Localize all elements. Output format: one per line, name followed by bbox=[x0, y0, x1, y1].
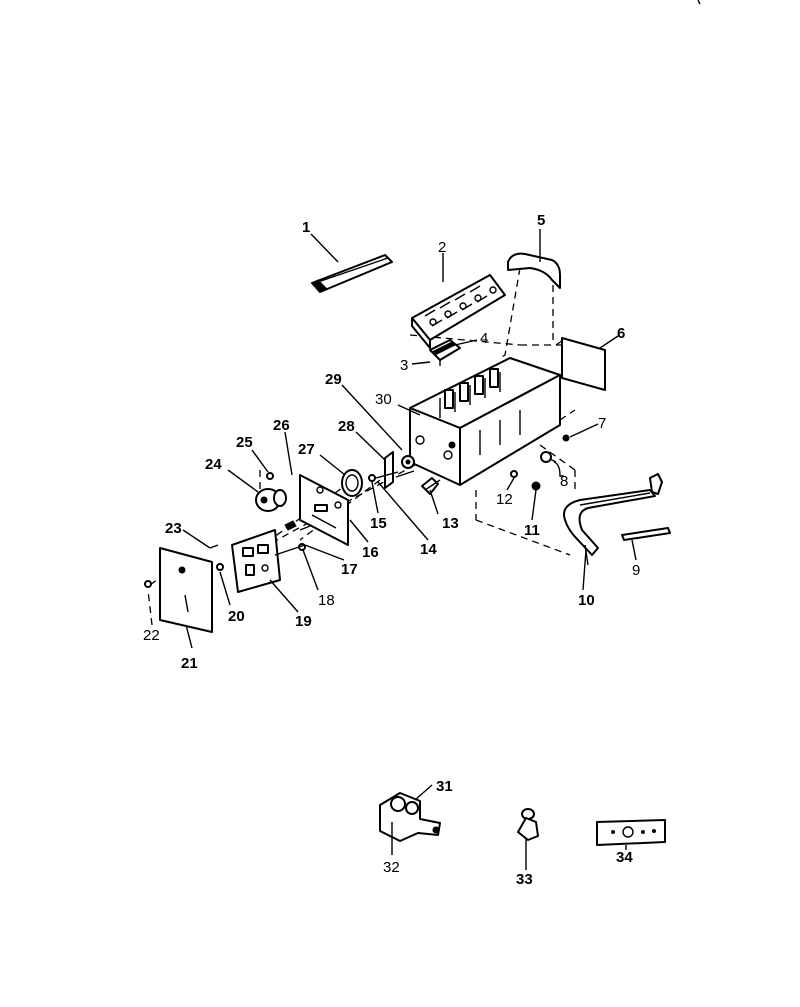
callout-24: 24 bbox=[205, 456, 222, 473]
part-2-ice-tray bbox=[411, 274, 506, 349]
callout-21: 21 bbox=[181, 655, 198, 672]
callout-13: 13 bbox=[442, 515, 459, 532]
callout-28: 28 bbox=[338, 418, 355, 435]
part-3-4-heater bbox=[429, 339, 461, 366]
callout-9: 9 bbox=[632, 562, 640, 579]
screws-7-8-11-12 bbox=[510, 434, 570, 491]
callout-4: 4 bbox=[480, 330, 488, 347]
corner-mark bbox=[697, 0, 701, 5]
part-24-motor bbox=[255, 472, 287, 512]
callout-27: 27 bbox=[298, 441, 315, 458]
callout-5: 5 bbox=[537, 212, 545, 229]
callout-15: 15 bbox=[370, 515, 387, 532]
callout-labels: 1 2 3 4 5 6 7 8 9 10 11 12 13 14 15 16 1… bbox=[143, 212, 640, 888]
callout-8: 8 bbox=[560, 473, 568, 490]
part-33-fitting bbox=[517, 808, 539, 841]
part-6-plate bbox=[561, 337, 606, 391]
callout-2: 2 bbox=[438, 239, 446, 256]
part-5-cover bbox=[507, 252, 561, 289]
parts-13-14-15-28-29 bbox=[368, 451, 441, 495]
callout-1: 1 bbox=[302, 219, 310, 236]
callout-31: 31 bbox=[436, 778, 453, 795]
callout-6: 6 bbox=[617, 325, 625, 342]
screws-20-22-23 bbox=[144, 544, 224, 588]
part-21-cover-plate bbox=[159, 547, 213, 633]
callout-12: 12 bbox=[496, 491, 513, 508]
callout-11: 11 bbox=[524, 522, 540, 539]
callout-23: 23 bbox=[165, 520, 182, 537]
part-34-plate bbox=[596, 819, 666, 846]
leader-lines bbox=[147, 229, 637, 870]
part-19-control-board bbox=[231, 529, 306, 593]
callout-26: 26 bbox=[273, 417, 290, 434]
part-10-shutoff-arm bbox=[563, 473, 663, 566]
part-27-gear bbox=[341, 469, 363, 497]
callout-3: 3 bbox=[400, 357, 408, 374]
callout-19: 19 bbox=[295, 613, 312, 630]
callout-16: 16 bbox=[362, 544, 379, 561]
callout-34: 34 bbox=[616, 849, 633, 866]
callout-32: 32 bbox=[383, 859, 400, 876]
callout-10: 10 bbox=[578, 592, 595, 609]
callout-14: 14 bbox=[420, 541, 437, 558]
callout-20: 20 bbox=[228, 608, 245, 625]
callout-18: 18 bbox=[318, 592, 335, 609]
part-31-32-water-valve bbox=[379, 792, 441, 842]
part-26-mounting-plate bbox=[299, 474, 349, 546]
callout-7: 7 bbox=[598, 415, 606, 432]
callout-29: 29 bbox=[325, 371, 342, 388]
callout-17: 17 bbox=[341, 561, 358, 578]
part-1-ejector bbox=[311, 254, 393, 293]
callout-30: 30 bbox=[375, 391, 392, 408]
callout-33: 33 bbox=[516, 871, 533, 888]
part-30-housing bbox=[409, 357, 561, 486]
part-9-wire bbox=[621, 527, 671, 541]
callout-25: 25 bbox=[236, 434, 253, 451]
callout-22: 22 bbox=[143, 627, 160, 644]
